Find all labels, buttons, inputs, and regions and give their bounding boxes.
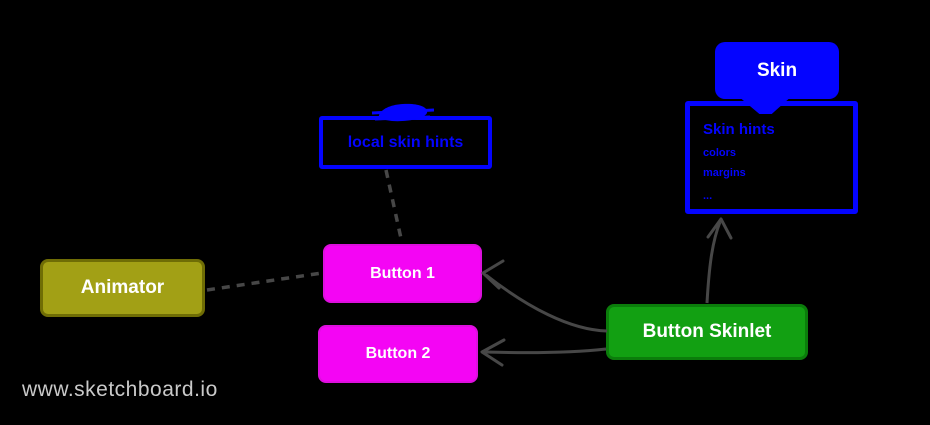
- skin-hints-item-colors: colors: [703, 147, 737, 159]
- skin-hints-item-margins: margins: [703, 167, 746, 179]
- edge-local-skin-hints-button-1[interactable]: [384, 169, 404, 244]
- edge-button-skinlet-skin-hints[interactable]: [705, 221, 722, 304]
- edge-animator-button-1[interactable]: [206, 271, 323, 292]
- node-button-2-label: Button 2: [365, 345, 431, 362]
- arrowhead-button-1: [481, 259, 505, 290]
- node-local-skin-hints-label: local skin hints: [347, 133, 464, 151]
- node-button-1-label: Button 1: [370, 264, 435, 282]
- node-skin-label: Skin: [756, 59, 798, 81]
- node-local-skin-hints[interactable]: local skin hints: [319, 116, 492, 169]
- arrowhead-skin-hints: [706, 217, 733, 240]
- node-button-skinlet-label: Button Skinlet: [642, 321, 772, 342]
- node-skin-hints[interactable]: Skin hints colors margins ...: [685, 101, 858, 214]
- node-skin[interactable]: Skin: [715, 42, 839, 99]
- local-skin-hints-scribble-icon: [371, 108, 435, 121]
- edge-button-skinlet-button-1[interactable]: [485, 273, 608, 333]
- node-animator[interactable]: Animator: [40, 259, 205, 317]
- arrowhead-button-2: [480, 338, 506, 367]
- node-button-1[interactable]: Button 1: [323, 244, 482, 303]
- sketchboard-watermark: www.sketchboard.io: [22, 378, 218, 401]
- node-button-2[interactable]: Button 2: [318, 325, 478, 383]
- node-animator-label: Animator: [80, 277, 165, 298]
- skin-hints-title: Skin hints: [703, 121, 775, 138]
- node-button-skinlet[interactable]: Button Skinlet: [606, 304, 808, 360]
- skin-hints-item-ellipsis: ...: [703, 190, 713, 202]
- edge-button-skinlet-button-2[interactable]: [484, 347, 607, 355]
